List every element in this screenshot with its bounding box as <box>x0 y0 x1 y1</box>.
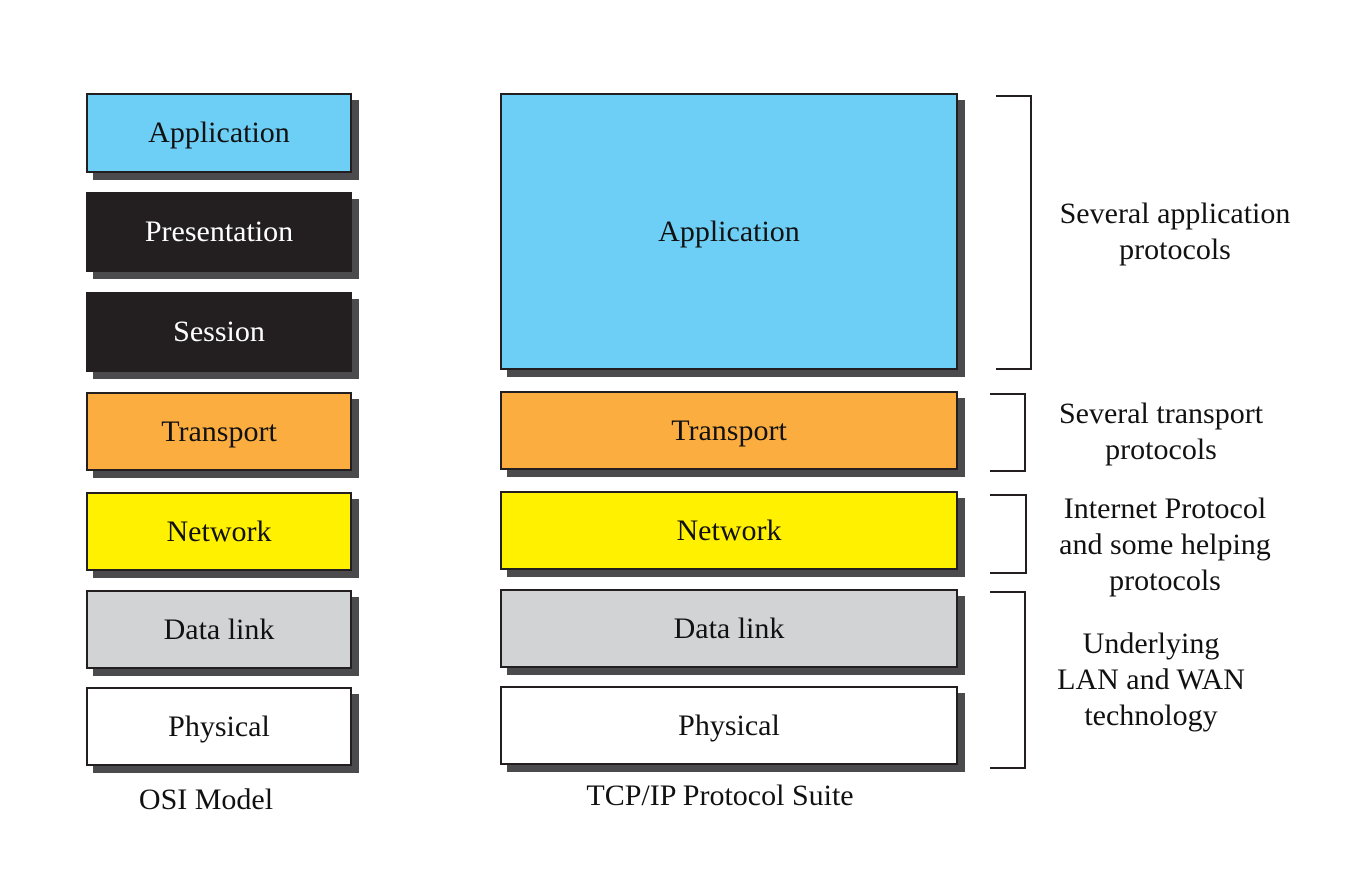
tcpip-layer-transport: Transport <box>500 391 958 470</box>
tcpip-suite-caption: TCP/IP Protocol Suite <box>586 779 854 812</box>
tcpip-layer-network-label: Network <box>676 513 782 547</box>
tcpip-layer-network: Network <box>500 491 958 570</box>
tcpip-layer-application: Application <box>500 93 958 370</box>
osi-layer-session-label: Session <box>173 315 265 348</box>
tcpip-layer-physical: Physical <box>500 686 958 765</box>
link-physical-bracket <box>990 591 1026 769</box>
transport-bracket <box>990 393 1026 472</box>
osi-layer-application: Application <box>86 93 352 173</box>
tcpip-layer-transport-label: Transport <box>671 413 787 447</box>
tcpip-layer-application-label: Application <box>658 214 800 248</box>
osi-layer-physical-label: Physical <box>168 709 270 743</box>
network-bracket <box>990 494 1027 574</box>
tcpip-layer-data-link-label: Data link <box>673 611 785 645</box>
internet-protocol-note: Internet Protocol and some helping proto… <box>1059 492 1271 597</box>
tcpip-layer-data-link: Data link <box>500 589 958 668</box>
application-bracket <box>996 95 1032 370</box>
application-protocols-note: Several application protocols <box>1059 197 1291 266</box>
osi-layer-transport: Transport <box>86 392 352 471</box>
osi-layer-session: Session <box>86 292 352 372</box>
osi-layer-presentation-label: Presentation <box>144 215 294 248</box>
transport-protocols-note: Several transport protocols <box>1058 397 1264 466</box>
osi-layer-physical: Physical <box>86 687 352 766</box>
osi-model-caption: OSI Model <box>138 783 274 816</box>
underlying-technology-note: Underlying LAN and WAN technology <box>1057 627 1245 732</box>
osi-layer-application-label: Application <box>148 116 290 149</box>
osi-layer-data-link-label: Data link <box>163 612 275 646</box>
tcpip-layer-physical-label: Physical <box>678 708 780 742</box>
osi-layer-network: Network <box>86 492 352 571</box>
osi-layer-transport-label: Transport <box>161 414 277 448</box>
osi-layer-network-label: Network <box>166 514 272 548</box>
osi-layer-data-link: Data link <box>86 590 352 669</box>
osi-layer-presentation: Presentation <box>86 192 352 272</box>
